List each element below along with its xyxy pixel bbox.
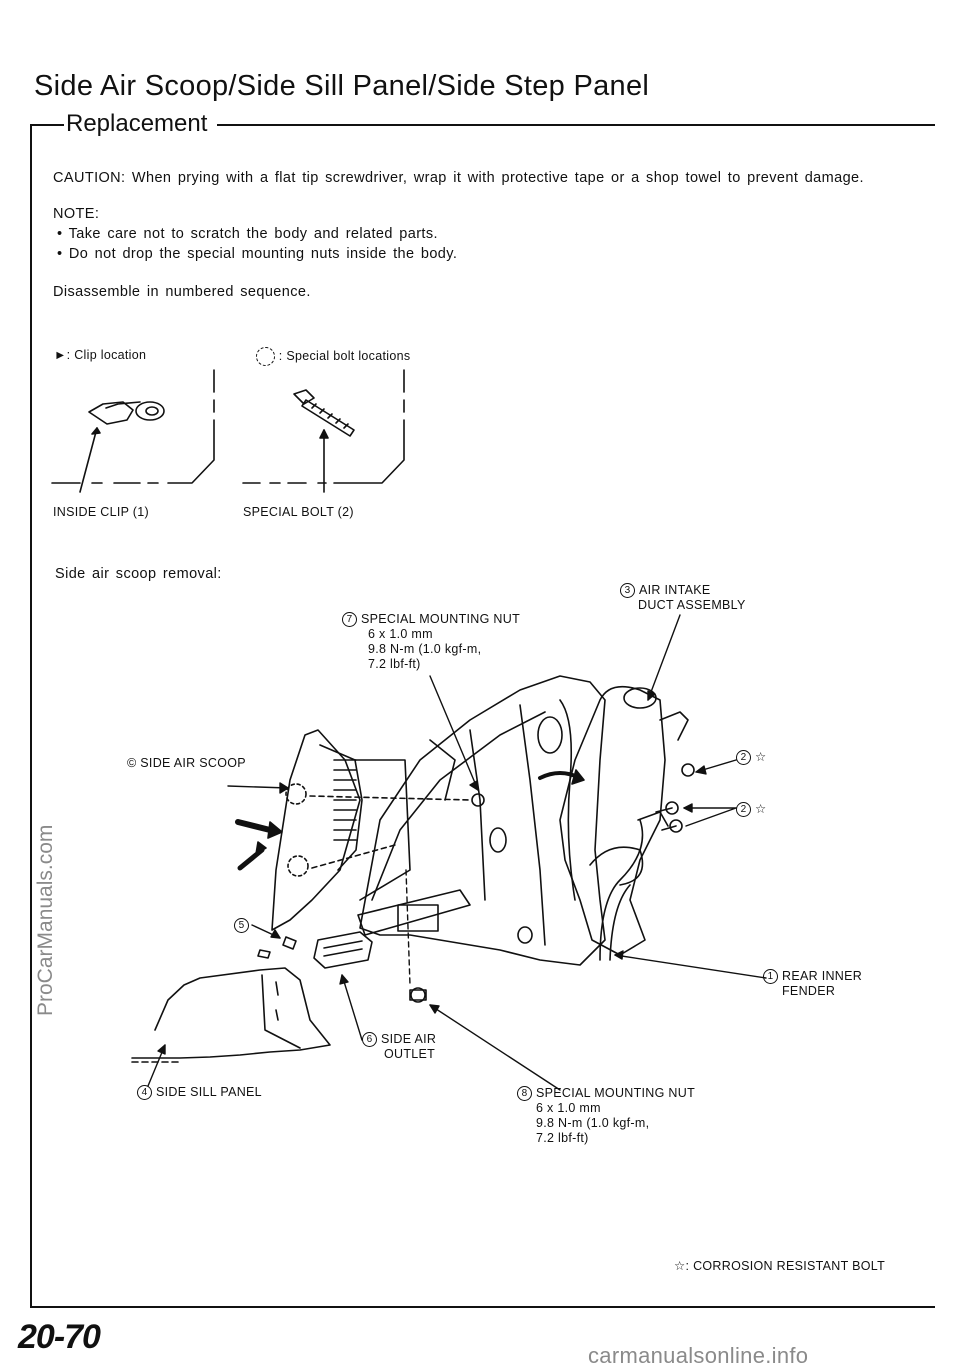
section-frame-left [30, 124, 32, 1307]
note-text: Take care not to scratch the body and re… [68, 226, 438, 242]
star-note-text: CORROSION RESISTANT BOLT [693, 1259, 886, 1273]
sequence-text: Disassemble in numbered sequence. [53, 284, 311, 300]
clip-legend-text: Clip location [74, 348, 147, 362]
part-label-2a: 2☆ [736, 750, 767, 766]
scoop-mark-icon: © [127, 756, 137, 770]
footer-watermark: carmanualsonline.info [588, 1343, 809, 1368]
section-heading: Replacement [64, 110, 218, 138]
side-air-scoop-drawing [271, 729, 471, 931]
fastener-drawings [409, 763, 695, 1003]
side-watermark: ProCarManuals.com [34, 824, 57, 1016]
clip-legend: ►: Clip location [54, 348, 146, 362]
bolt-detail [242, 369, 405, 493]
star-icon: ☆ [755, 750, 767, 764]
page-number: 20-70 [18, 1318, 101, 1356]
caution-text: CAUTION: When prying with a flat tip scr… [53, 170, 864, 186]
part-number-2: 2 [736, 802, 751, 818]
note-heading: NOTE: [53, 206, 100, 222]
leader-lines [147, 614, 767, 1091]
star-icon: ☆ [755, 802, 767, 816]
special-bolt-label: SPECIAL BOLT (2) [243, 505, 354, 519]
part-label-5: 5 [234, 918, 253, 934]
side-air-outlet-drawing [257, 931, 373, 969]
air-intake-duct-drawing [559, 685, 689, 961]
note-item: • Take care not to scratch the body and … [57, 226, 438, 242]
clip-marker-icon: ►: [54, 348, 71, 362]
diagram-subtitle: Side air scoop removal: [55, 566, 222, 582]
inside-clip-label: INSIDE CLIP (1) [53, 505, 149, 519]
note-text: Do not drop the special mounting nuts in… [68, 246, 458, 262]
part-number-2: 2 [736, 750, 751, 766]
part-label-2b: 2☆ [736, 802, 767, 818]
bolt-legend: : Special bolt locations [256, 347, 410, 366]
star-icon: ☆: [674, 1259, 690, 1273]
bolt-location-icon [256, 347, 275, 366]
side-sill-panel-drawing [131, 967, 331, 1063]
part-label-scoop: © SIDE AIR SCOOP [127, 756, 246, 770]
inner-fender-drawing [357, 675, 606, 966]
bolt-legend-text: Special bolt locations [286, 348, 411, 363]
part-number-5: 5 [234, 918, 249, 934]
part-number-4: 4 [137, 1085, 152, 1101]
section-frame-top [30, 124, 935, 126]
clip-detail [51, 369, 215, 493]
note-item: • Do not drop the special mounting nuts … [57, 246, 458, 262]
star-note: ☆: CORROSION RESISTANT BOLT [674, 1258, 885, 1273]
direction-arrows [235, 769, 585, 871]
page-title: Side Air Scoop/Side Sill Panel/Side Step… [34, 70, 650, 102]
section-frame-bottom [30, 1306, 935, 1308]
